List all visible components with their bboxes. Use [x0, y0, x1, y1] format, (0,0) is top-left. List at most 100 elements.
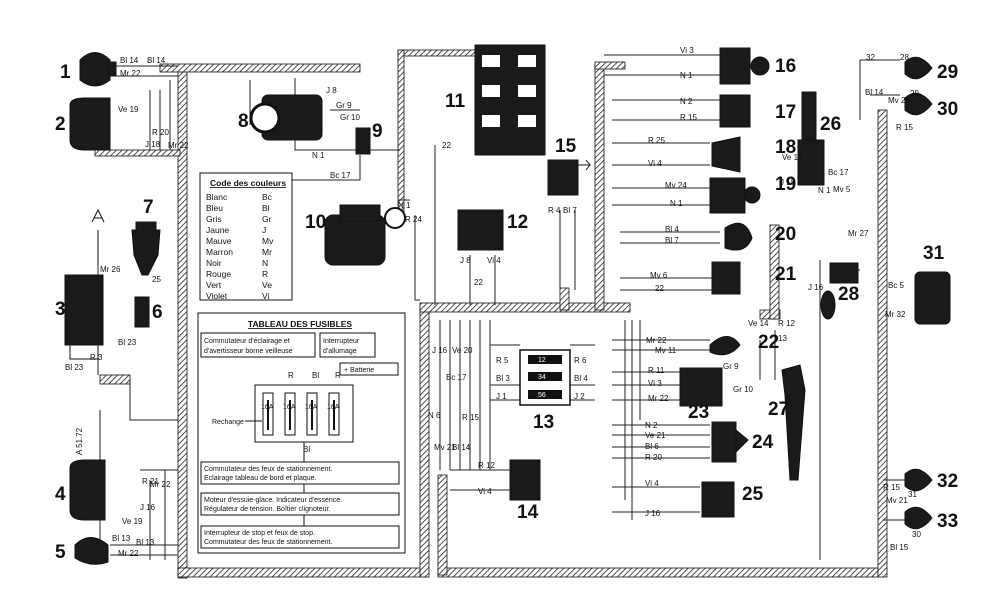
wire-label: Bl 14 — [120, 56, 139, 65]
component-18 — [711, 136, 741, 173]
wire-label: 32 — [866, 53, 875, 62]
wire-label: R 15 — [896, 123, 913, 132]
component-number-32: 32 — [937, 471, 958, 492]
component-number-20: 20 — [775, 224, 796, 245]
wire-label: N 1 — [670, 199, 683, 208]
color-abbrev: Ve — [262, 280, 272, 290]
color-name: Bleu — [206, 203, 223, 213]
component-7 — [131, 221, 161, 276]
wire-label: Bl 7 — [563, 206, 577, 215]
reference-code: A 51.72 — [75, 427, 84, 455]
color-abbrev: J — [262, 225, 266, 235]
wire-label: Mr 22 — [120, 69, 141, 78]
wire-label: 29 — [910, 89, 919, 98]
wire-label: Mv 24 — [665, 181, 687, 190]
wire-label: Mv 6 — [650, 271, 668, 280]
fuse-header-right-1: Interrupteur — [323, 338, 360, 345]
wire-label: N 1 — [818, 186, 831, 195]
component-number-19: 19 — [775, 174, 796, 195]
component-1 — [79, 52, 117, 87]
wire-label: J 8 — [460, 256, 471, 265]
component-31 — [914, 271, 951, 325]
color-abbrev: R — [262, 269, 268, 279]
color-name: Marron — [206, 247, 233, 257]
wire-label: Mr 22 — [168, 141, 189, 150]
component-number-7: 7 — [143, 197, 154, 218]
wire-label: Bl 15 — [890, 543, 909, 552]
circuit3-line2: Commutateur des feux de stationnement. — [204, 539, 332, 546]
color-abbrev: Bl — [262, 203, 270, 213]
fuse-terminal-3: R — [335, 371, 341, 380]
color-abbrev: Vi — [262, 291, 270, 301]
wire-label: N 1 — [312, 151, 325, 160]
block13-left-1: R 5 — [496, 356, 509, 365]
component-8 — [249, 94, 323, 141]
component-number-24: 24 — [752, 432, 774, 453]
wire-label: J 16 — [645, 509, 661, 518]
wire-label: Bc 17 — [330, 171, 351, 180]
circuit3-line1: Interrupteur de stop et feux de stop. — [204, 530, 315, 537]
wire-label: Gr 9 — [336, 101, 352, 110]
color-abbrev: Gr — [262, 214, 272, 224]
wire-label: Ve 20 — [452, 346, 473, 355]
block13-right-1: R 6 — [574, 356, 587, 365]
wire-label: Vi 4 — [487, 256, 501, 265]
wire-label: 31 — [908, 490, 917, 499]
fuse-terminal-1: R — [288, 371, 294, 380]
color-abbrev: N — [262, 258, 268, 268]
wire-label: Bl 14 — [452, 443, 471, 452]
wire-label: R 3 — [90, 353, 103, 362]
component-number-2: 2 — [55, 114, 66, 135]
circuit1-line1: Commutateur des feux de stationnement. — [204, 466, 332, 473]
wire-label: 25 — [152, 275, 161, 284]
component-number-17: 17 — [775, 102, 796, 123]
wire-label: 22 — [474, 278, 483, 287]
color-abbrev: Bc — [262, 192, 273, 202]
fuse-header-left-2: d'avertisseur borne veilleuse — [204, 348, 293, 355]
component-23 — [679, 367, 723, 407]
wire-label: Mr 22 — [648, 394, 669, 403]
fuse-rating: 16A — [305, 404, 318, 411]
component-number-10: 10 — [305, 212, 326, 233]
component-11 — [474, 44, 546, 156]
component-12 — [457, 209, 504, 251]
component-number-15: 15 — [555, 136, 577, 157]
wire-label: 22 — [655, 284, 664, 293]
wire-label: N 1 — [398, 201, 411, 210]
block13-right-2: Bl 4 — [574, 374, 588, 383]
wire-label: Bl 4 — [665, 225, 679, 234]
wire-label: R 20 — [645, 453, 662, 462]
wire-label: Bl 23 — [65, 363, 84, 372]
wire-label: Mr 27 — [848, 229, 869, 238]
component-4 — [69, 459, 106, 521]
fuse-header-right-2: d'allumage — [323, 348, 357, 355]
wire-label: N 1 — [680, 71, 693, 80]
component-5 — [74, 537, 109, 565]
fuse-bottom-label: Bl — [303, 445, 310, 454]
wire-label: J 18 — [145, 140, 161, 149]
wire-label: Bl 23 — [118, 338, 137, 347]
color-name: Mauve — [206, 236, 232, 246]
component-30 — [904, 92, 933, 116]
color-name: Violet — [206, 291, 228, 301]
color-name: Blanc — [206, 192, 228, 202]
wire-label: Ve 14 — [748, 319, 769, 328]
wire-label: R 25 — [648, 136, 665, 145]
wire-label: Bl 14 — [865, 88, 884, 97]
circuit2-line2: Régulateur de tension. Boîtier clignoteu… — [204, 506, 331, 513]
component-number-12: 12 — [507, 212, 528, 233]
component-20 — [724, 222, 753, 251]
wire-label: Gr 10 — [340, 113, 361, 122]
component-number-21: 21 — [775, 264, 797, 285]
component-number-26: 26 — [820, 114, 841, 135]
wire-label: Bc 17 — [446, 373, 467, 382]
wiring-harness — [94, 49, 888, 579]
wire-label: Mr 22 — [646, 336, 667, 345]
wire-label: Bc 5 — [888, 281, 905, 290]
component-28 — [820, 262, 859, 320]
block13-inner-1: 12 — [538, 357, 546, 364]
component-27 — [781, 364, 806, 481]
